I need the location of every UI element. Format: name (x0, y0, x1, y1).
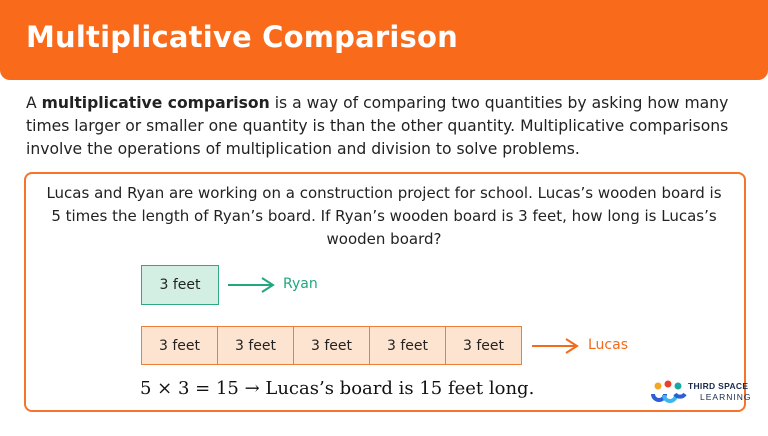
solution-math: 5 × 3 = 15 → (140, 378, 266, 399)
lucas-arrow-icon (532, 338, 579, 354)
title-banner: Multiplicative Comparison (0, 0, 768, 80)
lucas-bar-segment-label: 3 feet (310, 337, 352, 354)
lucas-bar-segment-label: 3 feet (386, 337, 428, 354)
definition-term: multiplicative comparison (41, 94, 270, 112)
definition-prefix: A (26, 94, 42, 112)
logo-wordmark: THIRD SPACE LEARNING (688, 381, 751, 403)
ryan-bar: 3 feet (141, 265, 219, 305)
lucas-name-label: Lucas (588, 337, 628, 353)
lucas-bar-segment: 3 feet (141, 326, 218, 365)
solution-statement: Lucas’s board is 15 feet long. (265, 378, 535, 399)
solution-equation: 5 × 3 = 15 → Lucas’s board is 15 feet lo… (140, 378, 534, 399)
logo-line-2: LEARNING (700, 392, 752, 402)
lucas-bar-segment: 3 feet (445, 326, 522, 365)
third-space-learning-logo-icon (651, 380, 687, 403)
definition-text: is a way of comparing two quantities by … (26, 94, 729, 158)
definition-paragraph: A multiplicative comparison is a way of … (26, 92, 750, 161)
lucas-bar-segment: 3 feet (293, 326, 370, 365)
lucas-bar-segment: 3 feet (217, 326, 294, 365)
ryan-bar-label: 3 feet (159, 277, 201, 293)
lucas-bar-segment-label: 3 feet (234, 337, 276, 354)
lucas-bar-segment-label: 3 feet (158, 337, 200, 354)
logo-line-1: THIRD SPACE (688, 381, 749, 391)
lucas-bar-segment: 3 feet (369, 326, 446, 365)
lucas-bar-segment-label: 3 feet (462, 337, 504, 354)
page-title: Multiplicative Comparison (26, 20, 458, 54)
word-problem: Lucas and Ryan are working on a construc… (46, 184, 722, 248)
ryan-name-label: Ryan (283, 276, 318, 292)
ryan-arrow-icon (228, 277, 275, 293)
